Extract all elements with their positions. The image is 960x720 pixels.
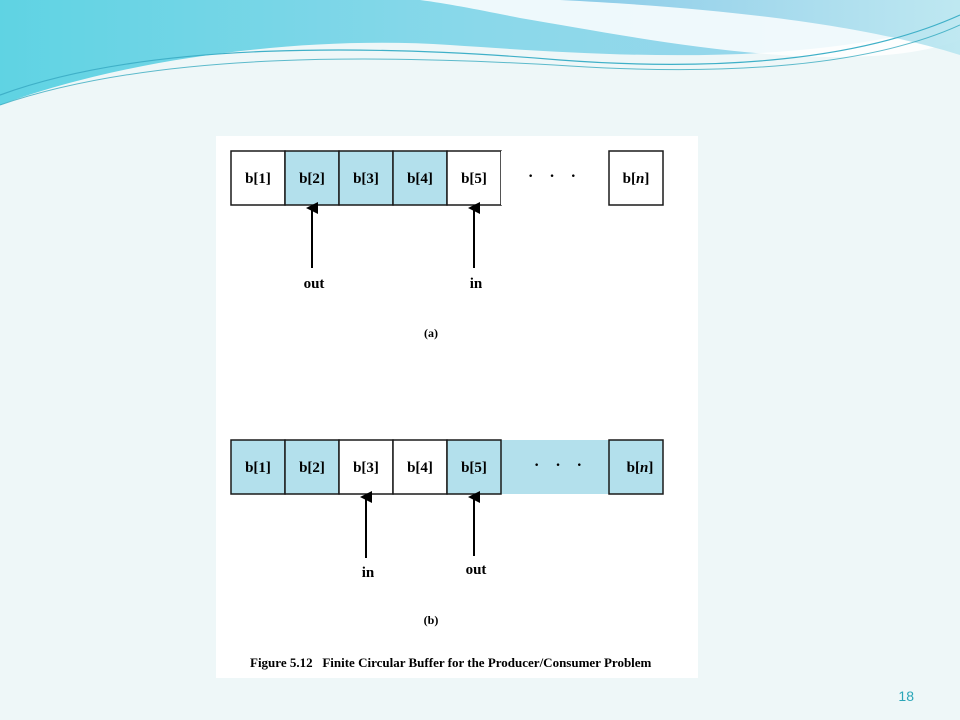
cell-label-b-n-suffix: ] (648, 460, 653, 476)
buffer-panel-b: b[1] b[2] b[3] b[4] b[5] · · · b[n] in o… (230, 439, 664, 627)
figure-caption: Figure 5.12 Finite Circular Buffer for t… (250, 655, 652, 670)
cell-label-a-4: b[4] (407, 171, 433, 187)
buffer-cell-b-1 (230, 439, 286, 495)
pointer-label-b-out: out (466, 562, 487, 578)
cell-label-b-1: b[1] (245, 460, 271, 476)
pointer-label-a-in: in (470, 276, 483, 292)
cell-label-b-n-prefix: b[ (627, 460, 640, 476)
buffer-cell-a-1 (230, 150, 286, 206)
pointer-a-in: in (468, 202, 483, 292)
panel-sublabel-a: (a) (424, 326, 438, 340)
slide-number: 18 (898, 688, 914, 704)
buffer-cell-b-n (608, 439, 664, 495)
buffer-cell-a-2 (284, 150, 340, 206)
cell-label-a-1: b[1] (245, 171, 271, 187)
pointer-b-out: out (466, 491, 487, 578)
buffer-cell-b-2 (284, 439, 340, 495)
cell-label-a-5: b[5] (461, 171, 487, 187)
buffer-ellipsis-b (501, 440, 609, 494)
cell-label-b-5: b[5] (461, 460, 487, 476)
buffer-row-a: b[1] b[2] b[3] b[4] b[5] · · · b[n] (230, 150, 664, 206)
cell-label-b-n: b[n] (627, 460, 654, 476)
cell-label-a-n: b[n] (623, 171, 650, 187)
buffer-ellipsis-a (501, 151, 609, 205)
circular-buffer-diagram: b[1] b[2] b[3] b[4] b[5] · · · b[n] out … (230, 150, 664, 670)
buffer-panel-a: b[1] b[2] b[3] b[4] b[5] · · · b[n] out … (230, 150, 664, 340)
cell-label-a-n-prefix: b[ (623, 171, 636, 187)
cell-label-b-n-italic: n (640, 460, 648, 476)
cell-label-a-n-italic: n (636, 171, 644, 187)
header-wave-decoration (0, 0, 960, 106)
pointer-label-b-in: in (362, 565, 375, 581)
buffer-row-b: b[1] b[2] b[3] b[4] b[5] · · · b[n] (230, 439, 664, 495)
figure-panel: b[1] b[2] b[3] b[4] b[5] · · · b[n] out … (216, 136, 698, 678)
pointer-b-in: in (360, 491, 375, 581)
panel-sublabel-b: (b) (424, 613, 439, 627)
pointer-a-out: out (304, 202, 325, 292)
ellipsis-label-a: · · · (528, 168, 582, 185)
cell-label-b-3: b[3] (353, 460, 379, 476)
buffer-cell-a-3 (338, 150, 394, 206)
cell-label-b-4: b[4] (407, 460, 433, 476)
cell-label-a-n-suffix: ] (644, 171, 649, 187)
buffer-cell-b-5 (446, 439, 502, 495)
cell-label-b-2: b[2] (299, 460, 325, 476)
pointer-label-a-out: out (304, 276, 325, 292)
cell-label-a-3: b[3] (353, 171, 379, 187)
buffer-cell-a-n (608, 150, 664, 206)
cell-label-a-2: b[2] (299, 171, 325, 187)
ellipsis-label-b: · · · (534, 457, 588, 474)
